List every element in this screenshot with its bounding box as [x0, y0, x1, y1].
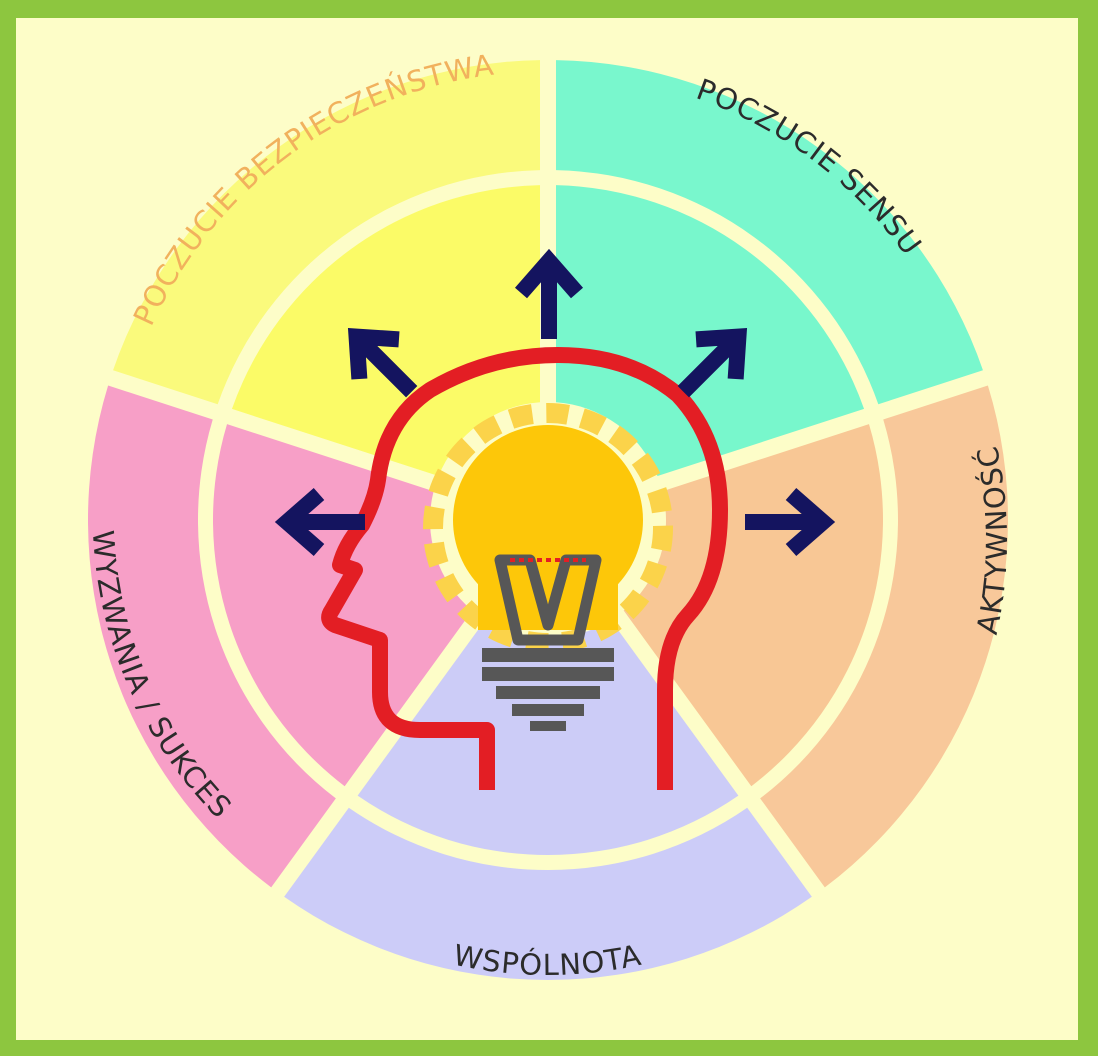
segment-meaning-outer — [555, 60, 983, 405]
arrow-up-left-icon — [347, 327, 418, 398]
lightbulb-icon — [453, 425, 643, 731]
arrow-right-icon — [745, 487, 836, 557]
segment-challenge-outer — [88, 385, 336, 888]
head-silhouette-icon — [321, 347, 728, 790]
segment-safety-outer — [113, 60, 541, 405]
segment-activity-outer — [760, 385, 1008, 888]
arrow-up-right-icon — [677, 327, 748, 398]
arrow-left-icon — [274, 487, 365, 557]
segment-community-outer — [284, 807, 812, 980]
segment-community-inner — [357, 619, 739, 855]
arrow-up-icon — [514, 248, 584, 339]
